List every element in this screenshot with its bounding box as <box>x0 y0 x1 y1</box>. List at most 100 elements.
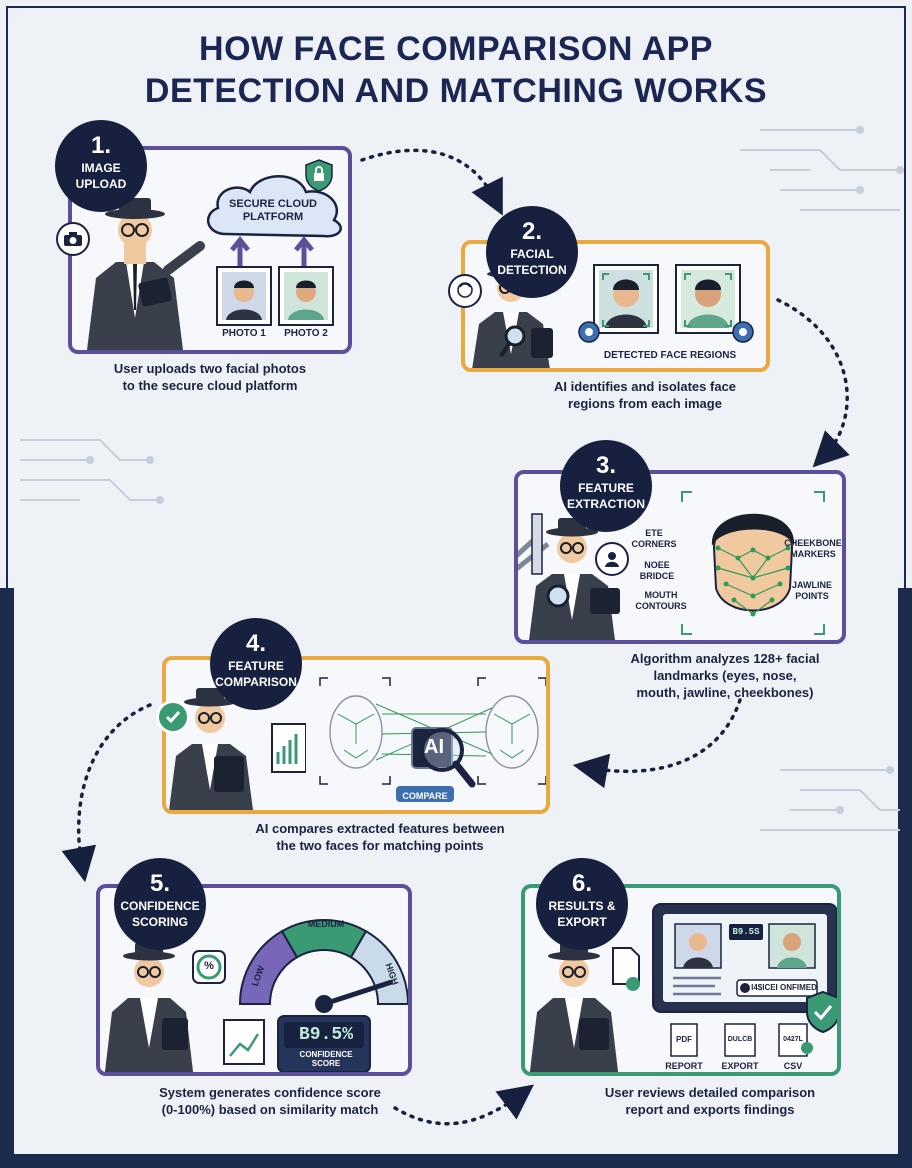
step-6-panel: B9.5S I4$ICEI ONFIMED PDF DULCB 0427L RE… <box>521 884 841 1076</box>
step-1-label-line-2: UPLOAD <box>75 177 127 191</box>
step-1-label-line-1: IMAGE <box>81 161 121 175</box>
check-icon <box>156 700 190 734</box>
page-title: HOW FACE COMPARISON APP DETECTION AND MA… <box>0 28 912 112</box>
step-6-label-line-1: RESULTS & <box>548 899 616 913</box>
ai-gear-icon <box>732 321 754 343</box>
confidence-gauge <box>238 919 408 1072</box>
face-icon <box>448 274 482 308</box>
ai-chip-label: AI <box>424 736 444 758</box>
step-4-caption-line-2: the two faces for matching points <box>276 838 484 853</box>
step-2-caption: AI identifies and isolates face regions … <box>520 378 770 412</box>
score-label-line-1: CONFIDENCE <box>299 1050 353 1059</box>
landmark-eye-line-1: ETE <box>645 528 663 538</box>
landmark-nose-line-2: BRIDCE <box>639 571 675 581</box>
page-frame <box>6 6 906 1162</box>
score-label-line-2: SCORE <box>311 1059 341 1068</box>
landmark-face <box>681 491 825 635</box>
landmark-cheek-label: CHEEKBONE MARKERS <box>780 538 842 560</box>
step-6-number: 6. <box>571 870 592 897</box>
camera-icon <box>56 222 90 256</box>
step-6-caption: User reviews detailed comparison report … <box>560 1084 860 1118</box>
step-2-label-line-1: FACIAL <box>510 247 554 261</box>
compare-label: COMPARE <box>402 791 448 801</box>
comparison-graphic <box>319 677 546 802</box>
cloud-label-line-1: SECURE CLOUD <box>228 198 317 210</box>
cloud-label-line-2: PLATFORM <box>242 211 304 223</box>
step-3-number: 3. <box>595 452 616 479</box>
person-speech-icon <box>595 542 629 576</box>
step-1-badge: 1. IMAGE UPLOAD <box>55 120 147 212</box>
file-pdf-tag: PDF <box>676 1035 692 1044</box>
step-3-badge: 3. FEATURE EXTRACTION <box>560 440 652 532</box>
step-3-caption-line-3: mouth, jawline, cheekbones) <box>636 685 814 700</box>
cloud-icon <box>206 175 342 238</box>
step-4-caption-line-1: AI compares extracted features between <box>255 821 505 836</box>
step-4-caption: AI compares extracted features between t… <box>210 820 550 854</box>
step-5-caption-line-2: (0-100%) based on similarity match <box>161 1102 379 1117</box>
upload-arrows <box>230 235 314 266</box>
gauge-high-segment <box>349 929 408 1005</box>
photo-1-label: PHOTO 1 <box>222 328 266 339</box>
title-line-2: DETECTION AND MATCHING WORKS <box>144 72 768 110</box>
step-5-label-line-2: SCORING <box>131 915 188 929</box>
step-1-caption-line-2: to the secure cloud platform <box>122 378 298 393</box>
detected-face-2 <box>675 264 741 334</box>
landmark-jaw-line-1: JAWLINE <box>791 580 832 590</box>
landmark-nose-line-1: NOEE <box>644 560 670 570</box>
step-2-caption-line-1: AI identifies and isolates face <box>553 379 737 394</box>
detective-figure-6 <box>529 903 837 1072</box>
step-5-caption: System generates confidence score (0-100… <box>120 1084 420 1118</box>
photo-1-frame <box>216 266 272 326</box>
export-file-label: EXPORT <box>721 1061 759 1071</box>
confidence-score-label: CONFIDENCE SCORE <box>286 1050 366 1068</box>
step-3-caption-line-1: Algorithm analyzes 128+ facial <box>630 651 820 666</box>
arrow-4-to-5 <box>61 703 152 883</box>
step-1-number: 1. <box>90 132 111 159</box>
step-5-label-line-1: CONFIDENCE <box>120 899 200 913</box>
results-status-label: I4$ICEI ONFIMED <box>751 983 817 992</box>
step-3-caption: Algorithm analyzes 128+ facial landmarks… <box>600 650 850 701</box>
results-score-value: B9.5S <box>732 927 760 937</box>
step-3-panel: ETE CORNERS NOEE BRIDCE MOUTH CONTOURS C… <box>514 470 846 644</box>
ai-brain-icon <box>578 321 600 343</box>
step-5-number: 5. <box>149 870 170 897</box>
percent-icon <box>192 950 226 984</box>
gauge-needle <box>321 979 394 1007</box>
detective-figure-1 <box>87 198 205 350</box>
landmark-cheek-line-2: MARKERS <box>790 549 836 559</box>
title-line-1: HOW FACE COMPARISON APP <box>199 30 713 68</box>
detective-figure-5 <box>104 942 265 1072</box>
cloud-label: SECURE CLOUD PLATFORM <box>218 198 328 224</box>
detected-regions-label: DETECTED FACE REGIONS <box>603 350 737 361</box>
step-5-badge: 5. CONFIDENCE SCORING <box>114 858 206 950</box>
step-1-caption: User uploads two facial photos to the se… <box>80 360 340 394</box>
step-4-panel: AI COMPARE <box>162 656 550 814</box>
report-file-label: REPORT <box>665 1061 703 1071</box>
landmark-mouth-label: MOUTH CONTOURS <box>632 590 690 612</box>
percent-icon-label: % <box>204 960 214 972</box>
step-2-label-line-2: DETECTION <box>497 263 567 277</box>
arrow-3-to-4 <box>572 698 742 789</box>
step-6-badge: 6. RESULTS & EXPORT <box>536 858 628 950</box>
detected-face-1 <box>593 264 659 334</box>
step-4-label-line-2: COMPARISON <box>215 675 297 689</box>
step-4-number: 4. <box>245 630 266 657</box>
step-2-number: 2. <box>521 218 542 245</box>
confidence-score-value: B9.5% <box>298 1025 353 1045</box>
step-3-label-line-1: FEATURE <box>578 481 634 495</box>
shield-lock-icon <box>305 159 333 192</box>
photo-2-label: PHOTO 2 <box>284 328 328 339</box>
step-3-caption-line-2: landmarks (eyes, nose, <box>653 668 797 683</box>
landmark-eye-line-2: CORNERS <box>631 539 677 549</box>
detective-figure-4 <box>169 688 306 810</box>
file-export-tag: DULCB <box>727 1036 753 1043</box>
arrow-5-to-6 <box>393 1084 535 1126</box>
step-6-caption-line-1: User reviews detailed comparison <box>604 1085 816 1100</box>
file-csv-tag: 0427L <box>783 1036 803 1043</box>
landmark-nose-label: NOEE BRIDCE <box>632 560 682 582</box>
detective-figure-3 <box>518 513 620 640</box>
landmark-cheek-line-1: CHEEKBONE <box>784 538 842 548</box>
step-4-label-line-1: FEATURE <box>228 659 284 673</box>
